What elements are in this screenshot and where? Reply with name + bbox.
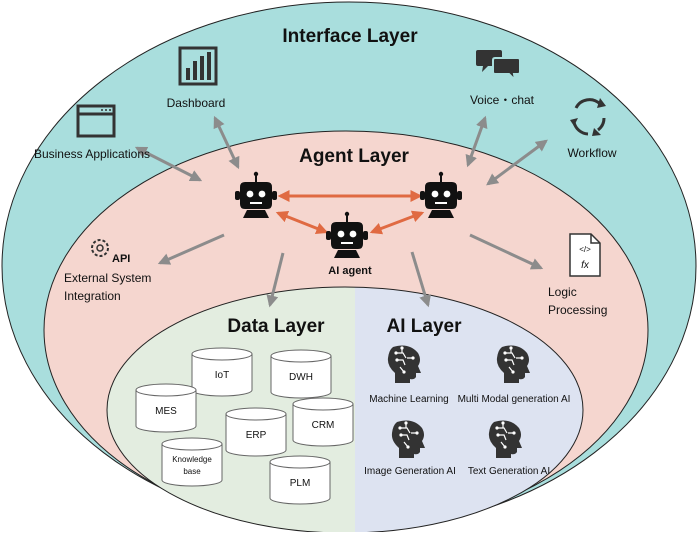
workflow-label: Workflow (567, 146, 616, 160)
db-dwh-label: DWH (289, 372, 313, 383)
db-plm-label: PLM (290, 478, 311, 489)
arrow-voice-chat (465, 115, 488, 168)
app-window-icon (76, 104, 116, 138)
arrow-dashboard (213, 115, 240, 170)
business-applications-label: Business Applications (34, 147, 150, 161)
text-gen-label: Text Generation AI (468, 466, 550, 477)
arrow-ai-layer (410, 251, 431, 308)
ai-layer-title: AI Layer (387, 316, 463, 337)
fx-glyph: fx (581, 260, 590, 271)
multimodal-label: Multi Modal generation AI (458, 394, 571, 405)
chat-bubbles-icon (476, 50, 521, 83)
agent-layer-title: Agent Layer (299, 146, 409, 167)
arrow-data-layer (266, 252, 285, 308)
db-erp-label: ERP (246, 430, 267, 441)
dashboard-label: Dashboard (167, 96, 226, 110)
arrow-logic-processing (469, 233, 544, 270)
agent-collaboration-arrows (275, 190, 425, 235)
api-badge: API (112, 253, 130, 265)
arrow-workflow (486, 139, 548, 186)
arrow-external-integration (157, 233, 225, 265)
ai-agent-label: AI agent (328, 265, 372, 277)
db-knowledge-line2: base (183, 467, 201, 476)
data-layer-title: Data Layer (227, 316, 325, 337)
voice-chat-label: Voice・chat (470, 93, 535, 107)
gear-icon (91, 239, 109, 257)
db-knowledge-line1: Knowledge (172, 455, 212, 464)
logic-label-line1: Logic (548, 285, 577, 299)
workflow-arrowheads (570, 98, 606, 136)
db-mes-label: MES (155, 406, 177, 417)
ml-label: Machine Learning (369, 394, 449, 405)
external-integration-line1: External System (64, 271, 151, 285)
db-crm-label: CRM (312, 420, 335, 431)
code-glyph: </> (579, 245, 591, 254)
db-iot-label: IoT (215, 370, 229, 381)
interface-layer-title: Interface Layer (282, 26, 418, 47)
arrow-business-apps (134, 146, 203, 182)
logic-label-line2: Processing (548, 303, 607, 317)
function-document-icon (569, 233, 601, 277)
image-gen-label: Image Generation AI (364, 466, 456, 477)
external-integration-line2: Integration (64, 289, 121, 303)
dashboard-icon (178, 46, 218, 86)
connection-arrows (134, 115, 548, 308)
